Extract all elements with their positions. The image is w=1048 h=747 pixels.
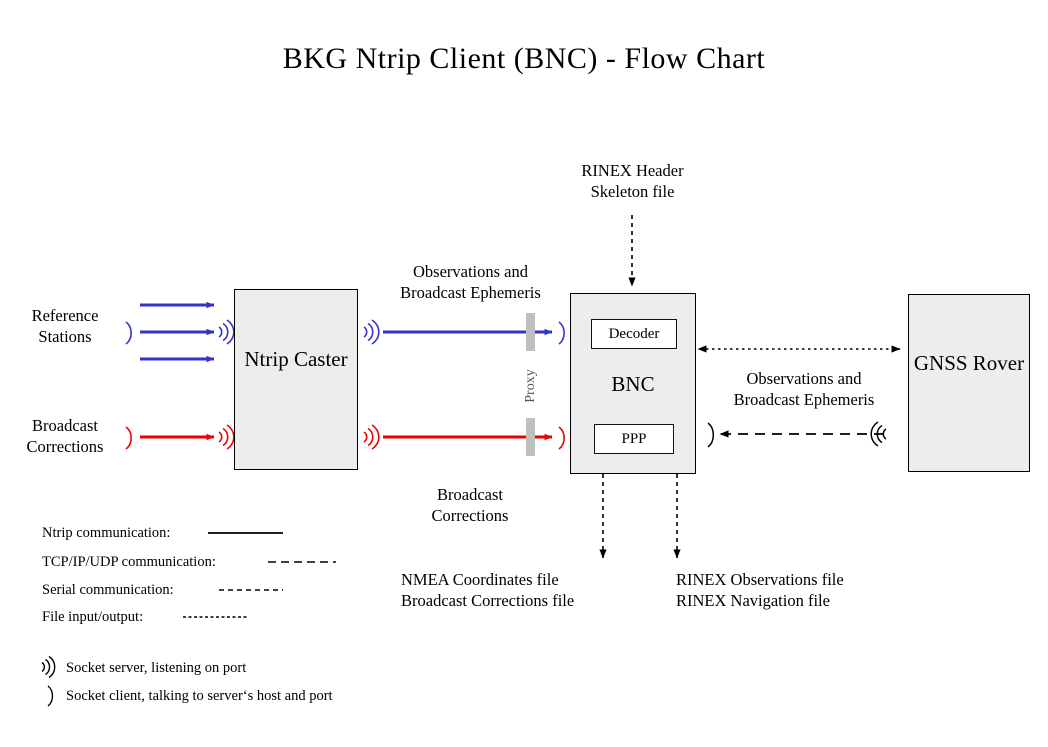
node-bnc-label: BNC [611,372,655,396]
proxy-bar-lower [526,418,535,456]
socket-server-icon-rover [870,421,887,447]
socket-client-icon-bnc-in-blue [558,321,565,345]
label-observations-ephemeris-left: Observations and Broadcast Ephemeris [400,262,541,302]
legend-row-socket-server: Socket server, listening on port [66,660,246,677]
legend-label-ntrip-communication: Ntrip communication: [42,525,171,541]
node-gnss-rover-label: GNSS Rover [913,351,1025,375]
label-observations-ephemeris-right: Observations and Broadcast Ephemeris [733,369,875,409]
socket-server-icon-caster-out-red [363,424,380,450]
socket-server-icon-caster-in-blue [218,319,235,345]
label-broadcast-corrections-source: Broadcast Corrections [26,416,104,456]
legend-label-file-io: File input/output: [42,609,144,625]
node-gnss-rover[interactable]: GNSS Rover [908,294,1030,472]
legend-label-serial-communication: Serial communication: [42,582,174,598]
proxy-bar-upper [526,313,535,351]
label-broadcast-corrections-mid: Broadcast Corrections [431,485,509,525]
socket-server-icon-caster-in-red [218,424,235,450]
label-reference-stations: Reference Stations [31,306,99,346]
legend-row-ntrip-communication: Ntrip communication: [42,525,170,542]
node-bnc[interactable]: Decoder BNC PPP [570,293,696,474]
legend-row-serial-communication: Serial communication: [42,582,174,599]
label-rinex-header-skeleton: RINEX Header Skeleton file [581,161,684,201]
legend-row-socket-client: Socket client, talking to server‘s host … [66,688,333,705]
socket-client-icon-broadcastcorr [125,426,132,450]
legend-row-file-io: File input/output: [42,609,143,626]
node-ntrip-caster-label: Ntrip Caster [244,347,348,371]
legend-row-tcpip-communication: TCP/IP/UDP communication: [42,554,216,571]
arrow-refstations-to-caster [140,301,215,363]
legend-socket-client-icon [47,685,54,707]
page-title: BKG Ntrip Client (BNC) - Flow Chart [282,42,766,75]
legend-label-tcpip-communication: TCP/IP/UDP communication: [42,554,216,570]
label-output-files-left: NMEA Coordinates file Broadcast Correcti… [401,570,575,610]
proxy-label: Proxy [523,369,538,403]
label-output-files-right: RINEX Observations file RINEX Navigation… [676,570,844,610]
legend-label-socket-server: Socket server, listening on port [66,660,247,676]
node-ntrip-caster[interactable]: Ntrip Caster [234,289,358,470]
socket-server-icon-caster-out-blue [363,319,380,345]
socket-client-icon-bnc-in-red [558,426,565,450]
node-bnc-decoder[interactable]: Decoder [591,319,677,349]
node-bnc-ppp[interactable]: PPP [594,424,674,454]
legend-socket-server-icon [41,655,56,679]
socket-client-icon-bnc-out-black [707,422,715,448]
legend-label-socket-client: Socket client, talking to server‘s host … [66,688,333,704]
socket-client-icon-refstations [125,321,132,345]
